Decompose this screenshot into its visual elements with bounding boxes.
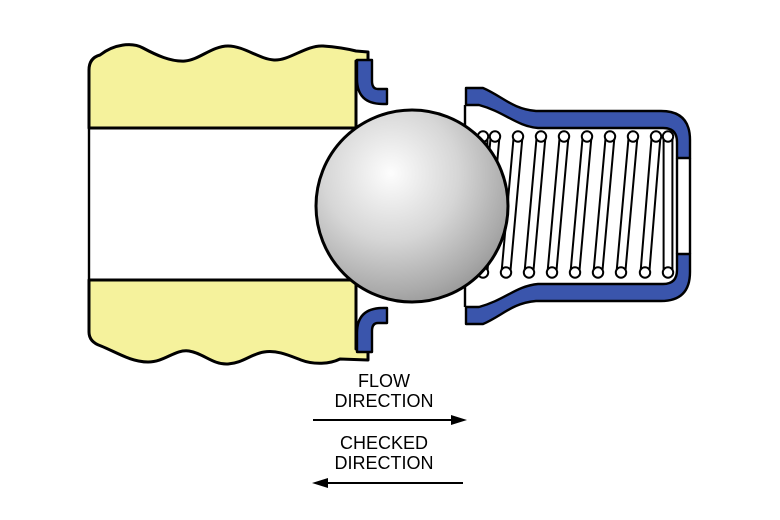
seat-ring-top	[355, 58, 389, 106]
spring-coil-loop	[522, 266, 536, 279]
compression-spring	[476, 130, 675, 279]
spring-coil-wire	[662, 136, 674, 273]
pipe-wall-bottom	[87, 278, 370, 366]
spring-coil-loop	[649, 130, 663, 143]
spring-coil-wire	[615, 136, 639, 273]
spring-coil-loop	[499, 266, 513, 279]
spring-coil-loop	[511, 130, 525, 143]
spring-coil-loop	[591, 266, 605, 279]
spring-coil-loop	[534, 130, 548, 143]
spring-coil-loop	[661, 266, 675, 279]
spring-coil-loop	[568, 266, 582, 279]
spring-coil-loop	[603, 130, 617, 143]
checked-direction-label-line1: CHECKED	[339, 433, 428, 453]
checked-arrow-left-icon	[312, 478, 463, 488]
flow-direction-label-line1: FLOW	[358, 371, 410, 391]
pipe-wall-top	[87, 43, 370, 130]
spring-coil-loop	[614, 266, 628, 279]
spring-coil-loop	[661, 130, 675, 143]
spring-coil-loop	[580, 130, 594, 143]
check-ball	[314, 108, 510, 304]
checked-direction-label: CHECKED DIRECTION	[284, 433, 484, 473]
flow-direction-label-line2: DIRECTION	[334, 391, 434, 411]
valve-seat	[355, 58, 389, 354]
checked-direction-label-line2: DIRECTION	[334, 453, 434, 473]
seat-ring-bottom	[355, 306, 389, 354]
housing-wall-bottom	[464, 252, 692, 326]
pipe-body	[87, 43, 370, 366]
spring-coil-loop	[626, 130, 640, 143]
spring-coil-wire	[546, 136, 570, 273]
spring-coil-wire	[592, 136, 616, 273]
flow-arrow-right-icon	[313, 415, 467, 425]
spring-coil-wire	[639, 136, 662, 273]
housing-wall-top	[464, 86, 692, 160]
spring-coil-loop	[638, 266, 652, 279]
spring-coil-wire	[569, 136, 593, 273]
spring-coil-loop	[488, 130, 502, 143]
spring-coil-wire	[523, 136, 547, 273]
flow-direction-label: FLOW DIRECTION	[284, 371, 484, 411]
spring-coil-loop	[557, 130, 571, 143]
spring-coil-loop	[545, 266, 559, 279]
